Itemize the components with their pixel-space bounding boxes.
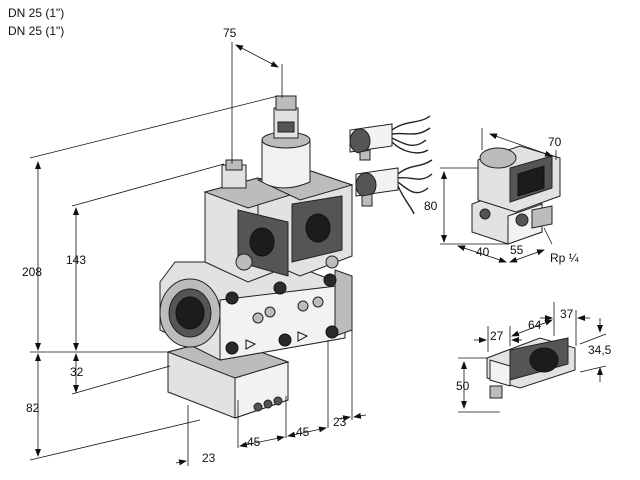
dim-label-32: 32 [70, 365, 84, 379]
dim-label-45-left: 45 [247, 435, 261, 449]
dim-label-80: 80 [424, 199, 438, 213]
dim-label-82: 82 [26, 401, 40, 415]
dim-label-27: 27 [490, 329, 504, 343]
header-line-2: DN 25 (1") [8, 24, 65, 38]
dim-label-55: 55 [510, 243, 524, 257]
dim-label-208: 208 [22, 265, 42, 279]
dimension-lines [29, 42, 607, 466]
valve-assembly [159, 95, 354, 419]
thread-port [531, 205, 553, 229]
dim-label-75: 75 [223, 26, 237, 40]
thread-label-rp: Rp ¼ [550, 251, 580, 265]
dim-label-37: 37 [560, 307, 574, 321]
dim-label-143: 143 [66, 253, 86, 267]
dim-label-64: 64 [528, 318, 542, 332]
cable-connector-bottom [355, 159, 433, 215]
dim-label-34-5: 34,5 [588, 343, 612, 357]
pressure-switch [486, 337, 576, 399]
dim-label-50: 50 [456, 379, 470, 393]
dim-label-40: 40 [476, 245, 490, 259]
dim-label-23-bottom: 23 [202, 451, 216, 465]
header-line-1: DN 25 (1") [8, 6, 65, 20]
regulator-body [261, 139, 311, 189]
dim-label-70: 70 [548, 135, 562, 149]
side-valve [471, 145, 561, 245]
dim-label-23-right: 23 [333, 415, 347, 429]
dim-label-45-right: 45 [296, 425, 310, 439]
cable-connector-top [349, 115, 431, 161]
